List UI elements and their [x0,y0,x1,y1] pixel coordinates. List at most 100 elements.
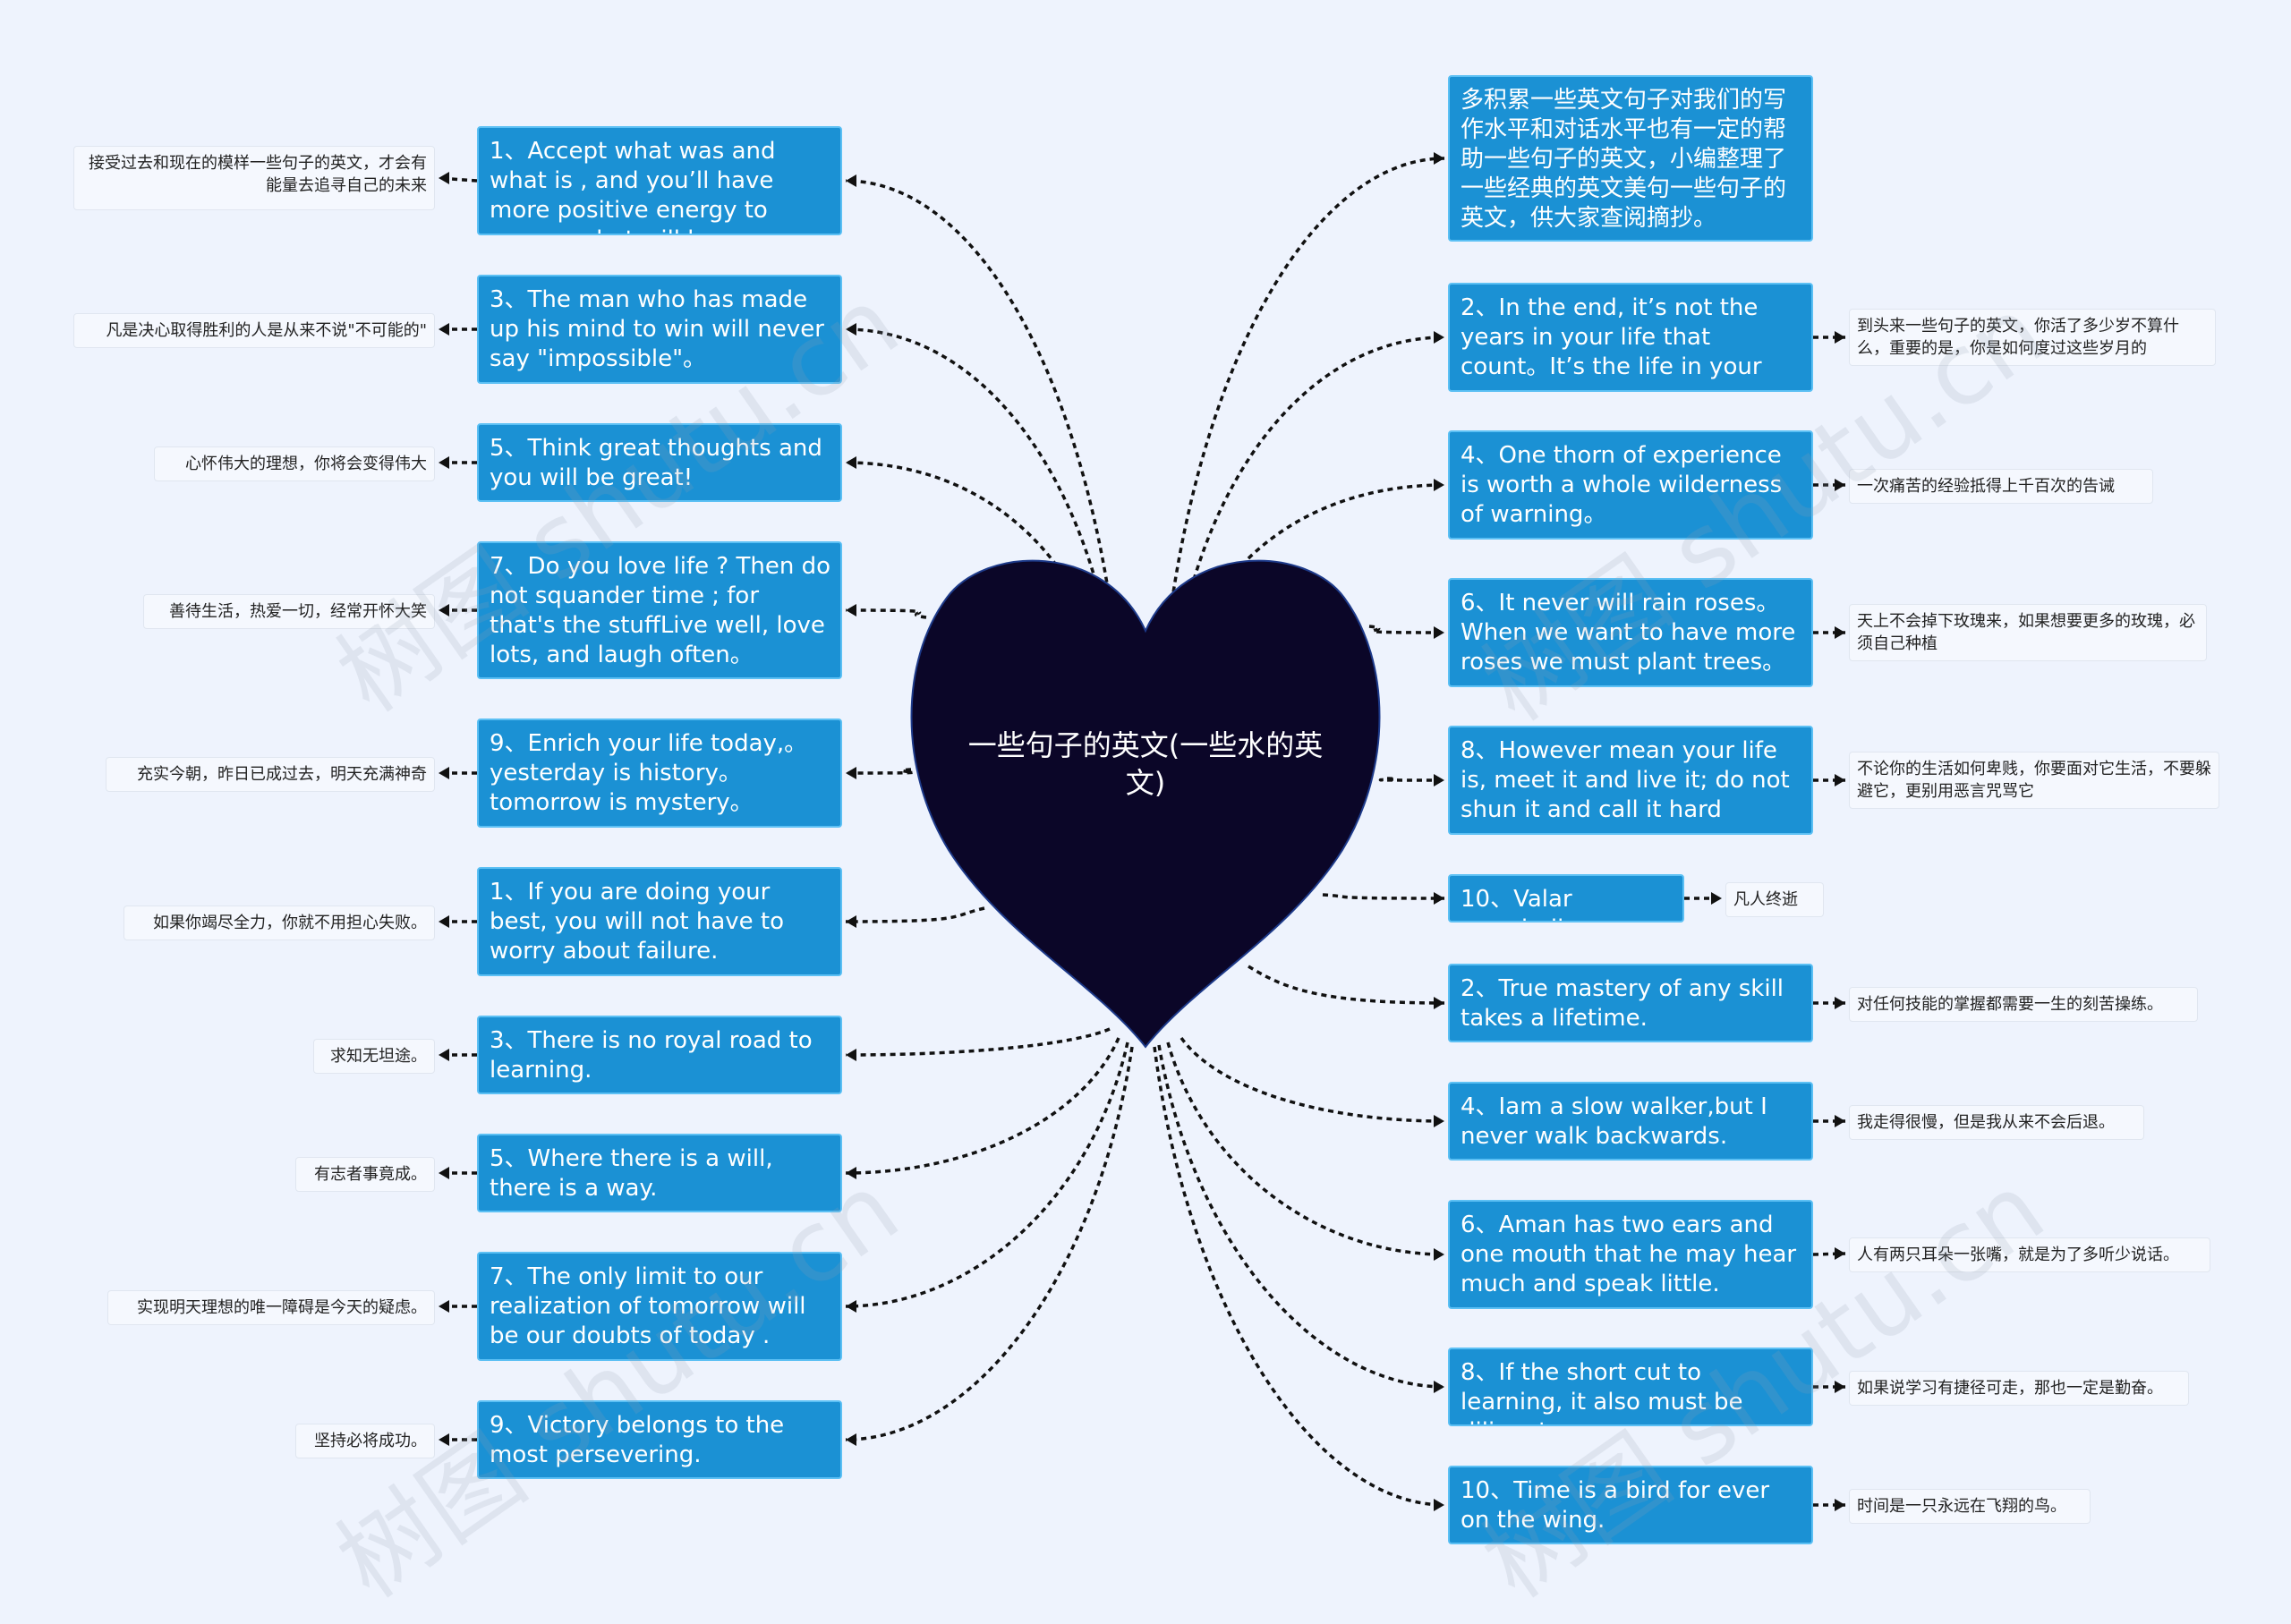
right-topic-node[interactable]: 4、One thorn of experience is worth a who… [1448,430,1813,540]
left-topic-node[interactable]: 3、The man who has made up his mind to wi… [477,275,842,384]
connector-arrowhead [1835,626,1845,639]
connector-line [1166,1042,1445,1256]
left-topic-node[interactable]: 5、Where there is a will, there is a way. [477,1134,842,1212]
right-topic-node[interactable]: 2、True mastery of any skill takes a life… [1448,964,1813,1042]
right-note[interactable]: 到头来一些句子的英文，你活了多少岁不算什么，重要的是，你是如何度过这些岁月的 [1849,309,2216,366]
connector-arrowhead [439,456,449,469]
connector-arrowhead [439,1049,449,1061]
right-note[interactable]: 不论你的生活如何卑贱，你要面对它生活，不要躲避它，更别用恶言咒骂它 [1849,752,2219,809]
connector-arrowhead [846,915,856,928]
connector-arrowhead [439,604,449,616]
connector-arrowhead [1711,892,1722,905]
left-note[interactable]: 坚持必将成功。 [295,1424,435,1458]
connector-line [1157,1044,1445,1389]
connector-line [1322,893,1445,900]
right-note[interactable]: 天上不会掉下玫瑰来，如果想要更多的玫瑰，必须自己种植 [1849,604,2207,661]
left-topic-node[interactable]: 9、Enrich your life today,。yesterday is h… [477,718,842,828]
left-note[interactable]: 有志者事竟成。 [295,1157,435,1192]
connector-arrowhead [846,323,856,336]
right-note[interactable]: 我走得很慢，但是我从来不会后退。 [1849,1105,2144,1140]
right-note[interactable]: 一次痛苦的经验抵得上千百次的告诫 [1849,469,2153,504]
connector-arrowhead [846,767,856,779]
connector-line [845,461,1103,654]
connector-arrowhead [1434,997,1444,1009]
connector-line [845,1027,1111,1057]
connector-line [845,906,985,923]
right-topic-node[interactable]: 4、Iam a slow walker,but I never walk bac… [1448,1082,1813,1161]
connector-arrowhead [846,174,856,187]
connector-line [845,1037,1120,1175]
right-topic-node[interactable]: 6、Aman has two ears and one mouth that h… [1448,1200,1813,1309]
right-note[interactable]: 如果说学习有捷径可走，那也一定是勤奋。 [1849,1371,2189,1406]
left-note[interactable]: 接受过去和现在的模样一些句子的英文，才会有能量去追寻自己的未来 [73,146,435,210]
connector-arrowhead [1434,1115,1444,1127]
connector-arrowhead [1434,1381,1444,1393]
connector-arrowhead [439,915,449,928]
connector-arrowhead [1434,331,1444,344]
connector-line [1153,1046,1445,1507]
left-note[interactable]: 充实今朝，昨日已成过去，明天充满神奇 [106,757,435,792]
left-topic-node[interactable]: 5、Think great thoughts and you will be g… [477,423,842,502]
connector-arrowhead [1434,479,1444,491]
right-topic-node[interactable]: 6、It never will rain roses。When we want … [1448,578,1813,687]
right-topic-node[interactable]: 多积累一些英文句子对我们的写作水平和对话水平也有一定的帮助一些句子的英文，小编整… [1448,75,1813,242]
right-topic-node[interactable]: 10、Time is a bird for ever on the wing. [1448,1466,1813,1544]
left-topic-node[interactable]: 3、There is no royal road to learning. [477,1016,842,1094]
central-heart[interactable] [910,559,1381,1049]
connector-line [845,608,927,619]
connector-arrowhead [1835,1115,1845,1127]
connector-arrowhead [846,1300,856,1313]
connector-line [1248,965,1445,1005]
right-note[interactable]: 人有两只耳朵一张嘴，就是为了多听少说话。 [1849,1237,2210,1272]
connector-arrowhead [846,456,856,469]
connector-arrowhead [1835,331,1845,344]
connector-arrowhead [1835,1499,1845,1511]
right-note[interactable]: 时间是一只永远在飞翔的鸟。 [1849,1489,2091,1524]
right-topic-node[interactable]: 10、Valar morghulis [1448,874,1684,923]
left-note[interactable]: 凡是决心取得胜利的人是从来不说"不可能的" [73,313,435,348]
right-note[interactable]: 对任何技能的掌握都需要一生的刻苦操练。 [1849,987,2198,1022]
central-topic-label: 一些句子的英文(一些水的英文) [967,728,1324,800]
connector-line [845,1042,1129,1308]
left-topic-node[interactable]: 7、Do you love life ? Then do not squande… [477,541,842,679]
connector-arrowhead [846,1433,856,1446]
connector-arrowhead [1434,892,1444,905]
connector-arrowhead [1835,479,1845,491]
connector-arrowhead [439,172,449,184]
connector-line [845,179,1116,632]
right-topic-node[interactable]: 8、If the short cut to learning, it also … [1448,1348,1813,1426]
connector-arrowhead [1835,1381,1845,1393]
connector-line [1166,157,1445,632]
connector-arrowhead [439,1300,449,1313]
connector-arrowhead [1434,1499,1444,1511]
left-note[interactable]: 实现明天理想的唯一障碍是今天的疑虑。 [107,1290,435,1325]
left-topic-node[interactable]: 1、Accept what was and what is , and you’… [477,126,842,235]
right-topic-node[interactable]: 2、In the end, it’s not the years in your… [1448,283,1813,392]
left-topic-node[interactable]: 1、If you are doing your best, you will n… [477,867,842,976]
connector-arrowhead [1434,626,1444,639]
connector-arrowhead [1434,1248,1444,1261]
connector-line [845,1046,1134,1441]
connector-arrowhead [846,604,856,616]
connector-line [1368,625,1445,634]
connector-arrowhead [1434,774,1444,786]
left-note[interactable]: 心怀伟大的理想，你将会变得伟大 [154,446,435,481]
connector-arrowhead [1835,774,1845,786]
connector-arrowhead [439,1433,449,1446]
connector-line [1180,1036,1445,1123]
connector-arrowhead [1835,1247,1845,1260]
connector-line [845,768,915,775]
left-note[interactable]: 善待生活，热爱一切，经常开怀大笑 [143,594,435,629]
left-topic-node[interactable]: 7、The only limit to our realization of t… [477,1252,842,1361]
connector-arrowhead [1835,997,1845,1009]
left-note[interactable]: 求知无坦途。 [313,1039,435,1074]
connector-line [1178,336,1445,638]
connector-arrowhead [439,323,449,336]
left-topic-node[interactable]: 9、Victory belongs to the most perseverin… [477,1400,842,1479]
right-note[interactable]: 凡人终逝 [1725,882,1824,917]
right-topic-node[interactable]: 8、However mean your life is, meet it and… [1448,726,1813,835]
connector-arrowhead [439,1167,449,1179]
left-note[interactable]: 如果你竭尽全力，你就不用担心失败。 [123,906,435,940]
